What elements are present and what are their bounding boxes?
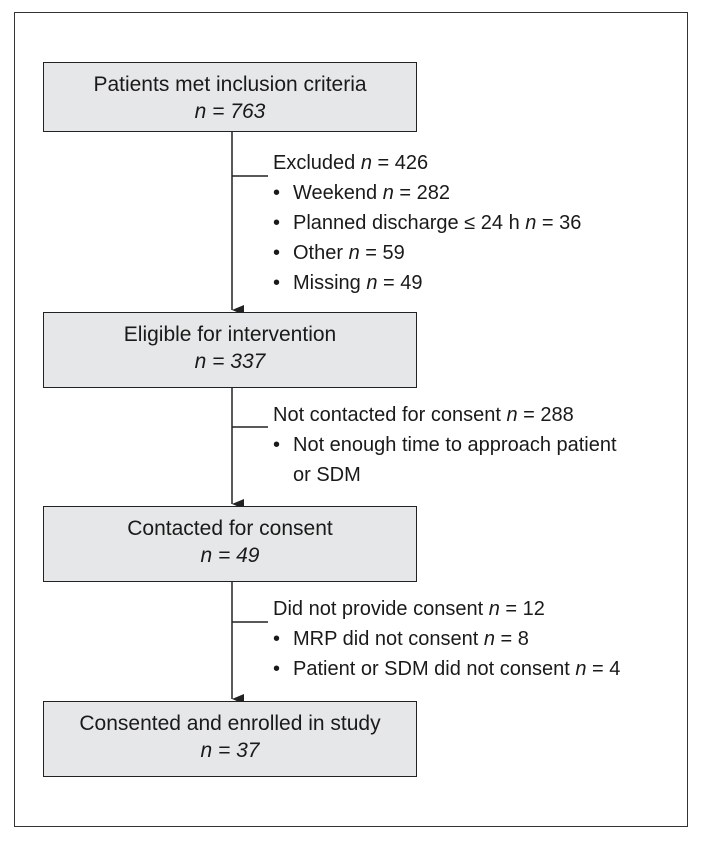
- box-inclusion: Patients met inclusion criteria n = 763: [43, 62, 417, 132]
- exclusion-item: •Other n = 59: [273, 242, 405, 264]
- box-inclusion-n: n = 763: [194, 100, 266, 123]
- diagram-frame: [14, 12, 688, 827]
- exclusion-block-3: Did not provide consent n = 12 •MRP did …: [273, 594, 620, 684]
- exclusion-head: Did not provide consent n = 12: [273, 598, 545, 620]
- box-contacted-title: Contacted for consent: [127, 517, 333, 540]
- box-inclusion-title: Patients met inclusion criteria: [93, 73, 367, 96]
- box-eligible: Eligible for intervention n = 337: [43, 312, 417, 388]
- exclusion-item: •MRP did not consent n = 8: [273, 628, 529, 650]
- box-enrolled-title: Consented and enrolled in study: [79, 712, 381, 735]
- exclusion-block-2: Not contacted for consent n = 288 •Not e…: [273, 400, 617, 490]
- box-eligible-title: Eligible for intervention: [123, 323, 337, 346]
- exclusion-item: •Missing n = 49: [273, 272, 423, 294]
- exclusion-head: Excluded n = 426: [273, 152, 429, 174]
- exclusion-block-1: Excluded n = 426 •Weekend n = 282 •Plann…: [273, 148, 581, 298]
- box-contacted: Contacted for consent n = 49: [43, 506, 417, 582]
- exclusion-item: •Not enough time to approach patient: [273, 434, 617, 456]
- exclusion-item: •Planned discharge ≤ 24 h n = 36: [273, 212, 582, 234]
- box-contacted-n: n = 49: [200, 544, 260, 567]
- box-enrolled-n: n = 37: [200, 739, 260, 762]
- box-eligible-n: n = 337: [194, 350, 266, 373]
- box-enrolled: Consented and enrolled in study n = 37: [43, 701, 417, 777]
- exclusion-item: •Weekend n = 282: [273, 182, 450, 204]
- exclusion-head: Not contacted for consent n = 288: [273, 404, 574, 426]
- exclusion-item: •Patient or SDM did not consent n = 4: [273, 658, 621, 680]
- exclusion-item-continued: or SDM: [293, 464, 361, 486]
